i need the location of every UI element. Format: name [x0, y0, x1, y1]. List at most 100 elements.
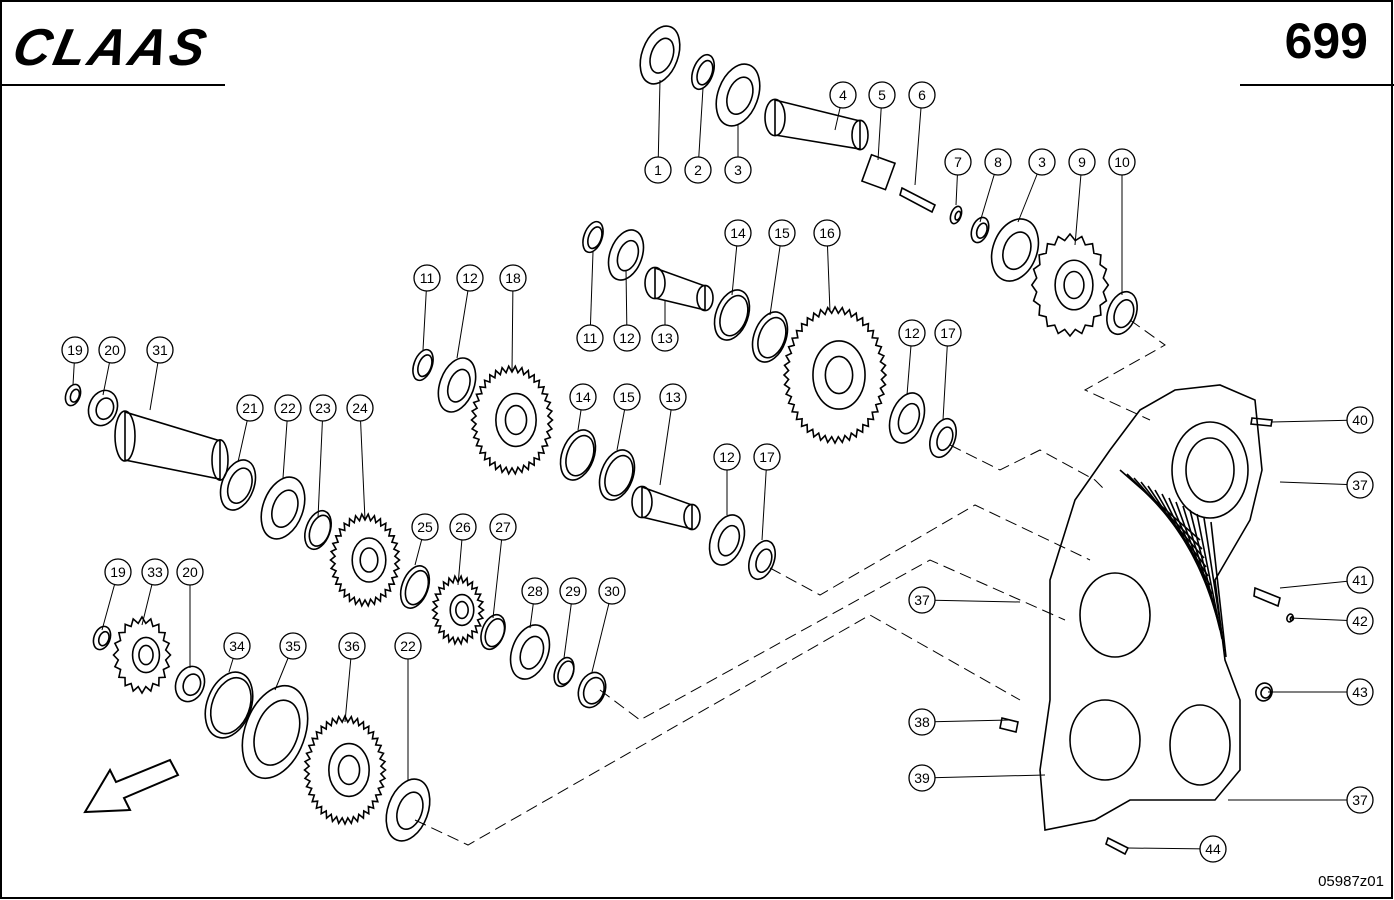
- callout-1: 1: [644, 156, 672, 184]
- callout-label: 7: [954, 154, 962, 170]
- bushing-20b: [174, 665, 206, 703]
- callout-12: 12: [613, 324, 641, 352]
- callout-label: 41: [1352, 572, 1368, 588]
- callout-43: 43: [1346, 678, 1374, 706]
- bolt-44: [1105, 836, 1130, 856]
- callout-15: 15: [768, 219, 796, 247]
- callout-3: 3: [724, 156, 752, 184]
- bearing-22b: [385, 778, 431, 842]
- callout-41: 41: [1346, 566, 1374, 594]
- callout-label: 29: [565, 583, 581, 599]
- callout-label: 19: [67, 342, 83, 358]
- ring-11a: [582, 220, 604, 254]
- callout-label: 8: [994, 154, 1002, 170]
- ring-1: [639, 25, 681, 85]
- bolt-6: [899, 186, 937, 214]
- ring-23: [304, 509, 332, 551]
- ring-15b: [598, 449, 636, 501]
- ring-2: [690, 53, 716, 91]
- callout-20: 20: [176, 558, 204, 586]
- callout-34: 34: [223, 632, 251, 660]
- ring-25: [399, 565, 431, 609]
- bolt-40: [1250, 417, 1273, 427]
- gear-18: [470, 364, 554, 476]
- leader-line: [511, 277, 514, 373]
- callout-17: 17: [934, 319, 962, 347]
- callout-28: 28: [521, 577, 549, 605]
- callout-6: 6: [908, 81, 936, 109]
- callout-label: 38: [914, 714, 930, 730]
- callout-label: 15: [774, 225, 790, 241]
- callout-21: 21: [236, 394, 264, 422]
- leader-line: [1127, 847, 1214, 850]
- assembly-line-1: [949, 444, 1106, 491]
- leader-line: [659, 396, 674, 486]
- callout-9: 9: [1068, 148, 1096, 176]
- callout-label: 5: [878, 87, 886, 103]
- callout-24: 24: [346, 394, 374, 422]
- callout-39: 39: [908, 764, 936, 792]
- assembly-line-0: [1083, 319, 1166, 421]
- ring-29: [553, 656, 575, 688]
- gear-24: [329, 512, 401, 608]
- leader-line: [589, 251, 594, 339]
- leader-line: [697, 87, 704, 171]
- callout-label: 39: [914, 770, 930, 786]
- callout-35: 35: [279, 632, 307, 660]
- callout-3: 3: [1028, 148, 1056, 176]
- leader-line: [921, 599, 1021, 603]
- leader-line: [317, 407, 324, 519]
- bushing-20a: [87, 389, 119, 427]
- callout-label: 10: [1114, 154, 1130, 170]
- callout-27: 27: [489, 513, 517, 541]
- callout-label: 11: [583, 330, 598, 346]
- ring-19a: [64, 383, 82, 407]
- gear-36: [303, 714, 387, 826]
- bearing-3: [715, 63, 761, 127]
- callout-label: 11: [420, 270, 435, 286]
- seal-17b: [748, 539, 776, 581]
- callout-31: 31: [146, 336, 174, 364]
- callout-12: 12: [713, 443, 741, 471]
- callout-23: 23: [309, 394, 337, 422]
- drawing-reference: 05987z01: [1318, 873, 1384, 890]
- callout-label: 12: [719, 449, 735, 465]
- ring-19b: [92, 625, 112, 651]
- callout-label: 4: [839, 87, 847, 103]
- callout-label: 36: [344, 638, 360, 654]
- callout-13: 13: [651, 324, 679, 352]
- callout-22: 22: [274, 394, 302, 422]
- assembly-line-2: [769, 504, 1091, 596]
- bearing-28: [509, 624, 551, 680]
- leader-line: [921, 774, 1046, 779]
- callout-13: 13: [659, 383, 687, 411]
- callout-label: 18: [505, 270, 521, 286]
- callout-4: 4: [829, 81, 857, 109]
- gearbox-housing-39: [1039, 384, 1263, 831]
- callout-label: 14: [730, 225, 746, 241]
- callout-label: 26: [455, 519, 471, 535]
- callout-label: 21: [242, 400, 258, 416]
- ring-15a: [751, 311, 789, 363]
- washer-7: [949, 205, 963, 225]
- assembly-line-4: [414, 614, 1021, 846]
- callout-5: 5: [868, 81, 896, 109]
- ring-8: [970, 216, 990, 244]
- callout-37: 37: [908, 586, 936, 614]
- callout-label: 16: [819, 225, 835, 241]
- callout-label: 35: [285, 638, 301, 654]
- direction-arrow-icon: [83, 758, 180, 814]
- callout-label: 20: [182, 564, 198, 580]
- bevel-gear-9: [1030, 232, 1110, 338]
- callout-label: 42: [1352, 613, 1368, 629]
- bearing-12b: [888, 392, 926, 444]
- ring-27: [480, 613, 506, 651]
- leader-line: [914, 94, 923, 186]
- callout-label: 3: [1038, 154, 1046, 170]
- bearing-3b: [990, 218, 1040, 282]
- callout-label: 15: [619, 389, 635, 405]
- callout-label: 44: [1205, 841, 1221, 857]
- callout-36: 36: [338, 632, 366, 660]
- callout-12: 12: [898, 319, 926, 347]
